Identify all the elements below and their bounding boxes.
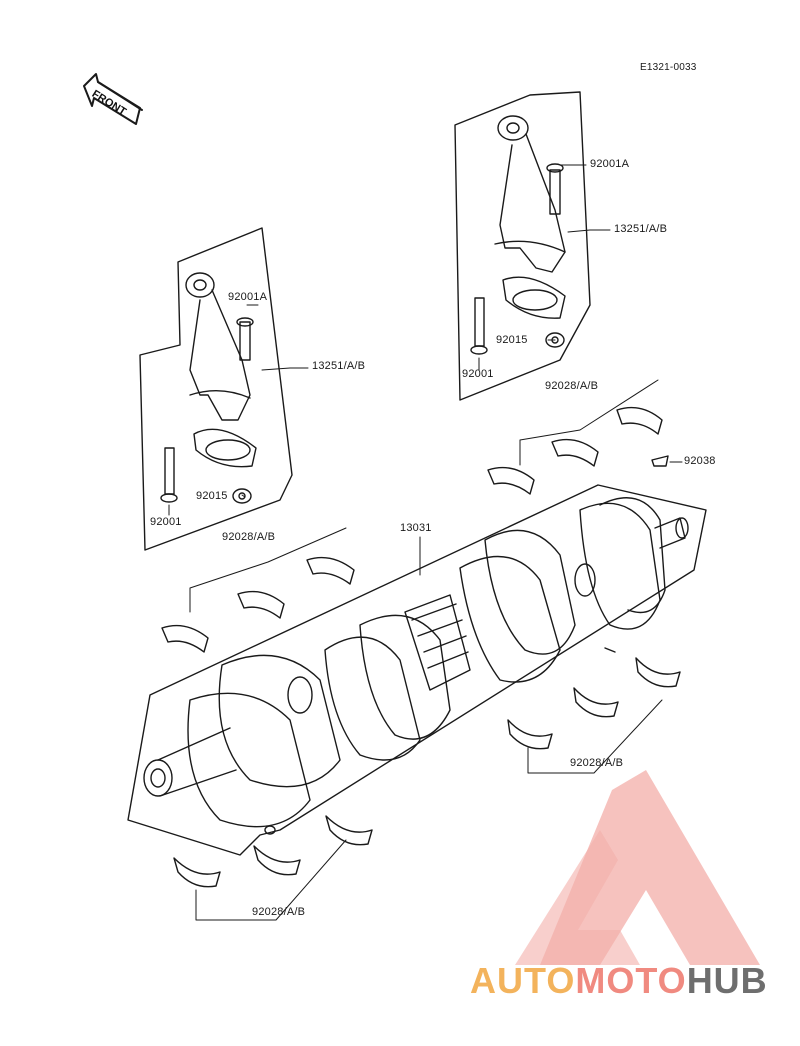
upper-right-bearing-shells [487, 406, 663, 495]
label-lower-right-92028: 92028/A/B [570, 757, 624, 769]
lower-left-bearings-bracket [195, 839, 347, 921]
crankshaft-group-outline [127, 484, 707, 856]
label-upper-left-92028: 92028/A/B [222, 531, 276, 543]
label-left-13251: 13251/A/B [312, 360, 366, 372]
watermark-moto: MOTO [575, 960, 687, 1001]
diagram-code: E1321-0033 [640, 62, 697, 73]
lower-right-bearing-shells [507, 657, 681, 750]
watermark-logo [515, 770, 760, 965]
label-right-92001A: 92001A [590, 158, 630, 170]
leader-lines [168, 164, 683, 576]
label-left-92015: 92015 [196, 490, 228, 502]
right-conrod [494, 115, 566, 319]
label-right-92015: 92015 [496, 334, 528, 346]
crankshaft [143, 497, 689, 835]
label-upper-right-92028: 92028/A/B [545, 380, 599, 392]
left-bolt-92001 [160, 447, 178, 503]
label-92038: 92038 [684, 455, 716, 467]
left-conrod-bolt [236, 317, 254, 361]
upper-right-bearings-bracket [519, 379, 659, 466]
watermark-hub: HUB [686, 960, 768, 1001]
lower-right-bearings-bracket [527, 699, 663, 774]
label-right-13251: 13251/A/B [614, 223, 668, 235]
watermark-text: AUTOMOTOHUB [470, 960, 768, 1002]
right-conrod-bolt [546, 163, 564, 215]
label-right-92001: 92001 [462, 368, 494, 380]
left-nut [232, 488, 252, 504]
right-bolt-92001 [470, 297, 488, 355]
label-13031: 13031 [400, 522, 432, 534]
label-lower-left-92028: 92028/A/B [252, 906, 306, 918]
lower-left-bearing-shells [173, 815, 373, 888]
right-conrod-group-outline [454, 91, 591, 401]
small-part-92038 [651, 455, 669, 467]
label-left-92001A: 92001A [228, 291, 268, 303]
left-conrod [185, 272, 257, 468]
upper-left-bearings-bracket [189, 527, 347, 613]
upper-left-bearing-shells [161, 556, 355, 653]
left-conrod-group-outline [139, 227, 293, 551]
watermark-auto: AUTO [470, 960, 576, 1001]
front-arrow-icon [83, 73, 143, 125]
label-left-92001: 92001 [150, 516, 182, 528]
